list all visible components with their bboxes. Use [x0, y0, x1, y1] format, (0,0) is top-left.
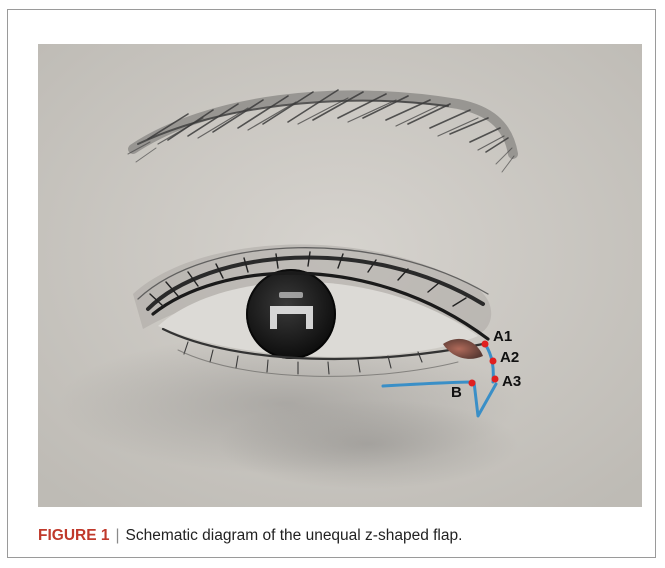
- figure-image: A1 A2 A3 B: [38, 44, 642, 507]
- figure-number: FIGURE 1: [38, 527, 109, 544]
- iris: [246, 269, 336, 359]
- marker-label-a3: A3: [502, 373, 521, 390]
- marker-a1-dot: [482, 341, 489, 348]
- marker-label-b: B: [451, 384, 462, 401]
- figure-frame: A1 A2 A3 B FIGURE 1 | Schematic diagram of…: [7, 9, 656, 558]
- caption-separator: |: [115, 527, 119, 544]
- caption-text: Schematic diagram of the unequal z-shape…: [126, 527, 463, 544]
- marker-b-dot: [469, 380, 476, 387]
- marker-label-a1: A1: [493, 328, 512, 345]
- figure-caption: FIGURE 1 | Schematic diagram of the unequa…: [38, 527, 642, 545]
- marker-label-a2: A2: [500, 349, 519, 366]
- marker-a2-dot: [490, 358, 497, 365]
- marker-a3-dot: [492, 376, 499, 383]
- eye-sketch: A1 A2 A3 B: [38, 44, 642, 507]
